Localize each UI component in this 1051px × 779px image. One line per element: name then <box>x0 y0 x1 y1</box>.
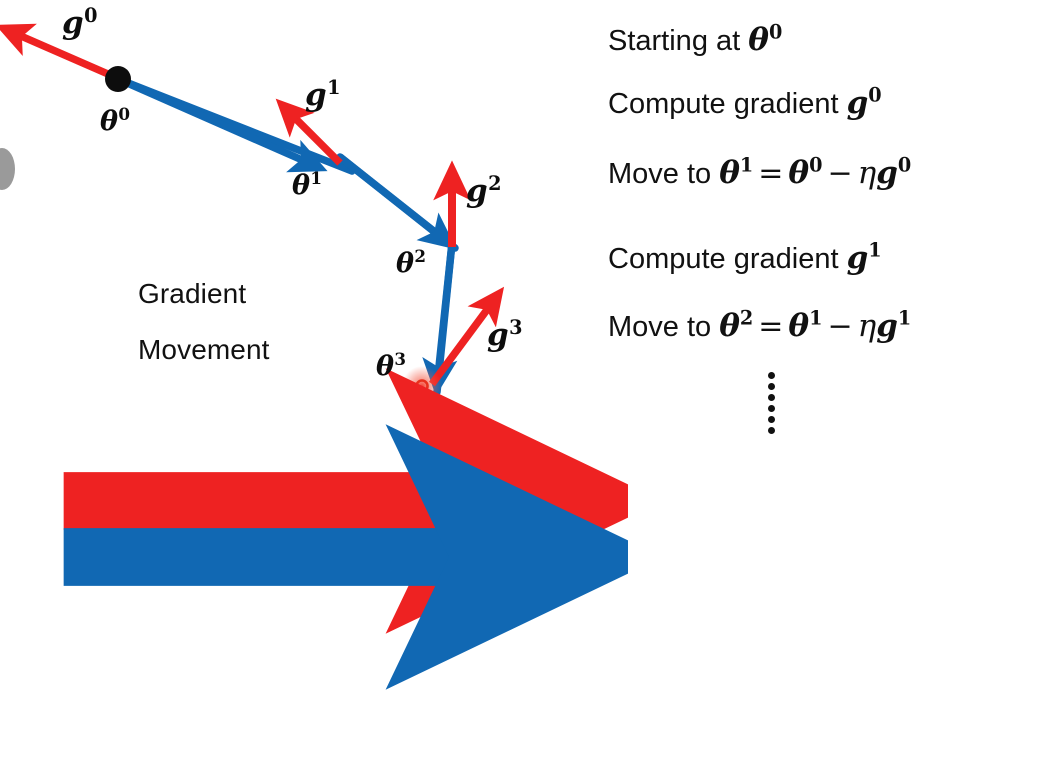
step-text: Compute gradient <box>608 88 847 120</box>
movement-arrow-icon <box>38 335 628 690</box>
theta1-inline: θ1 <box>788 306 823 344</box>
g1-inline: g1 <box>876 306 912 344</box>
step-compute-gradient-1: Compute gradient g1 <box>608 240 882 276</box>
step-text: Move to <box>608 158 720 190</box>
gradient-arrow-icon <box>38 279 628 634</box>
gradient-arrow-0 <box>0 23 126 85</box>
ellipsis-dot <box>768 405 775 412</box>
g0-label: g0 <box>62 3 98 41</box>
slide-canvas: Gradient Movement θ0 θ1 θ2 θ3 g0 g1 g2 <box>0 0 1051 690</box>
theta1-label: θ1 <box>292 168 322 201</box>
g1-inline: g1 <box>846 238 882 276</box>
theta3-label: θ3 <box>376 349 406 382</box>
ellipsis-dot <box>768 427 775 434</box>
step-move-to-theta2: Move to θ2=θ1−ηg1 <box>608 308 911 344</box>
g3-label: g3 <box>487 315 523 353</box>
theta0-inline: θ0 <box>748 20 783 58</box>
theta1-inline: θ1 <box>719 153 754 191</box>
equals-sign: = <box>758 309 784 344</box>
g1-label: g1 <box>305 75 341 113</box>
step-text: Starting at <box>608 25 749 57</box>
eta-symbol: η <box>857 155 877 191</box>
movement-arrow-1 <box>336 153 459 252</box>
movement-arrow-2 <box>422 239 458 397</box>
minus-sign: − <box>827 156 853 191</box>
ellipsis-dot <box>768 372 775 379</box>
ellipsis-dot <box>768 394 775 401</box>
theta2-label: θ2 <box>396 246 426 279</box>
minus-sign: − <box>827 309 853 344</box>
step-text: Compute gradient <box>608 243 847 275</box>
legend-item-gradient: Gradient <box>38 266 628 634</box>
ellipsis-dot <box>768 416 775 423</box>
legend-label-movement: Movement <box>138 334 270 365</box>
ellipsis-dot <box>768 383 775 390</box>
step-starting-at: Starting at θ0 <box>608 22 782 58</box>
gradient-descent-diagram: Gradient Movement θ0 θ1 θ2 θ3 g0 g1 g2 <box>0 0 628 690</box>
gradient-arrow-1 <box>275 98 343 166</box>
g0-inline: g0 <box>876 153 912 191</box>
g0-inline: g0 <box>846 83 882 121</box>
g2-label: g2 <box>466 171 502 209</box>
edge-nub <box>0 148 15 190</box>
movement-arrow-0 <box>114 75 356 175</box>
equals-sign: = <box>758 156 784 191</box>
theta2-inline: θ2 <box>719 306 754 344</box>
theta0-label: θ0 <box>100 104 130 137</box>
theta0-dot <box>105 66 131 92</box>
eta-symbol: η <box>857 308 877 344</box>
legend-label-gradient: Gradient <box>138 278 247 309</box>
step-move-to-theta1: Move to θ1=θ0−ηg0 <box>608 155 911 191</box>
theta0-inline: θ0 <box>788 153 823 191</box>
vertical-ellipsis <box>768 372 775 438</box>
step-compute-gradient-0: Compute gradient g0 <box>608 85 882 121</box>
step-text: Move to <box>608 311 720 343</box>
legend: Gradient Movement <box>38 266 628 690</box>
